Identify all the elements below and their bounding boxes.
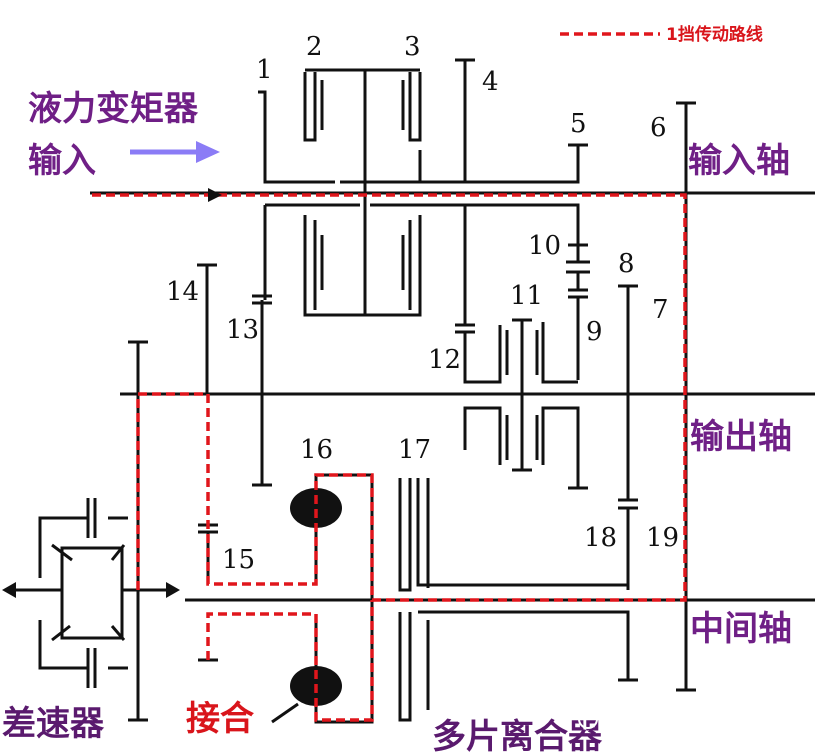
input-arrow [130, 141, 220, 163]
torque-converter-label: 液力变矩器 [28, 89, 199, 129]
gear-11-12-cluster [455, 318, 588, 490]
gear-number-12: 12 [428, 345, 461, 375]
path-arrow-icon [208, 188, 222, 202]
gear-number-6: 6 [650, 113, 667, 143]
first-gear-path [92, 32, 687, 722]
intermediate-shaft-label: 中间轴 [690, 609, 792, 649]
gear-number-8: 8 [618, 249, 635, 279]
watermark: 微信号: amscheping [578, 709, 770, 730]
gear-6-7-19 [676, 101, 696, 692]
gear-number-18: 18 [584, 523, 617, 553]
gear-8-18 [618, 284, 638, 590]
gear-number-1: 1 [256, 55, 273, 85]
watermark-text: 微信号: amscheping [604, 710, 770, 730]
gear-number-3: 3 [404, 32, 421, 62]
gear-10-9 [566, 243, 590, 380]
input-shaft-label: 输入轴 [688, 141, 790, 181]
gear-number-5: 5 [570, 109, 587, 139]
gear-number-16: 16 [300, 435, 333, 465]
gear-number-11: 11 [510, 281, 543, 311]
gear-number-7: 7 [652, 295, 669, 325]
multi-plate-clutch-label: 多片离合器 [432, 717, 603, 756]
legend-text: 1挡传动路线 [666, 24, 763, 45]
engage-label: 接合 [186, 699, 254, 739]
input-gear-assembly [258, 58, 588, 325]
torque-converter-input-label: 输入 [28, 141, 96, 181]
gear-number-10: 10 [528, 231, 561, 261]
gear-number-14: 14 [166, 277, 199, 307]
gear-number-17: 17 [398, 435, 431, 465]
differential-assembly [2, 340, 180, 722]
gear-number-2: 2 [306, 32, 323, 62]
gear-number-15: 15 [222, 545, 255, 575]
gear-13 [252, 294, 272, 487]
output-shaft-label: 输出轴 [690, 417, 792, 457]
gear-number-19: 19 [646, 523, 679, 553]
gear-14 [197, 263, 217, 394]
gear-number-4: 4 [482, 67, 499, 97]
differential-label: 差速器 [2, 704, 105, 744]
gear-number-13: 13 [226, 315, 259, 345]
gear-number-9: 9 [586, 317, 603, 347]
wechat-icon [578, 709, 598, 729]
